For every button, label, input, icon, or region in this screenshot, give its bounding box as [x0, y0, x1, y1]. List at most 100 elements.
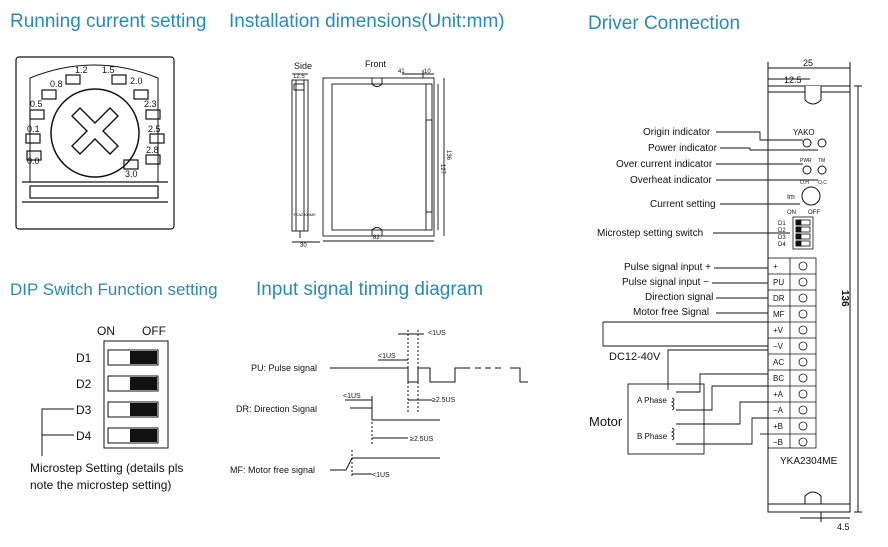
microstep-note: Microstep Setting (details pls note the … [30, 461, 184, 492]
indicator-overcurrent: Over current indicator [616, 159, 713, 170]
led-tm: TM [818, 158, 825, 164]
driver-dip-d4: D4 [778, 242, 786, 248]
dial-value: 1.2 [75, 65, 88, 75]
current-setting-knob [801, 186, 821, 206]
running-current-heading: Running current setting [10, 11, 207, 32]
dim-front-bottom: 82 [373, 235, 380, 241]
origin-led [802, 138, 812, 148]
signal-motor-free: Motor free Signal [633, 307, 709, 318]
terminal-label: PU [773, 278, 784, 287]
side-model-small: YKA2304ME [293, 212, 316, 217]
signal-pulse-minus: Pulse signal input − [622, 277, 709, 288]
driver-dip-d3: D3 [778, 235, 786, 241]
timing-annotation: <1US [378, 353, 396, 360]
driver-leds [801, 138, 827, 206]
side-label: Side [294, 61, 312, 71]
dial-value: 2.3 [144, 99, 157, 109]
terminal-label: −V [773, 342, 784, 351]
dim-front-b: 10 [424, 69, 431, 75]
dim-height-b: 136 [445, 150, 451, 161]
dip-switch-2[interactable] [107, 375, 159, 392]
driver-labels: 25 12.5 136 4.5 YAKO PWR TM O.H O.C Im O… [589, 58, 850, 532]
dip-label-d4: D4 [76, 429, 92, 443]
dip-off-label: OFF [142, 324, 166, 338]
current-dial [15, 56, 175, 230]
dim-side-width: 12.5 [293, 74, 305, 80]
dip-switch-block: ON OFF D1 D2 D3 D4 [41, 324, 169, 456]
driver-dip-d2: D2 [778, 228, 786, 234]
installation-labels: Side Front 12.5 41 10 82 30 YKA2304ME 12… [293, 59, 451, 249]
dip-switch-1[interactable] [107, 349, 159, 366]
installation-heading: Installation dimensions(Unit:mm) [229, 11, 505, 32]
power-led [817, 138, 827, 148]
installation-drawing [291, 70, 445, 243]
timing-pu-label: PU: Pulse signal [251, 363, 317, 373]
timing-diagram [330, 330, 528, 478]
terminal-label: BC [773, 374, 784, 383]
driver-dip-d1: D1 [778, 221, 786, 227]
brand-label: YAKO [793, 128, 815, 137]
timing-annotation: <1US [428, 330, 446, 337]
timing-dr-label: DR: Direction Signal [236, 404, 317, 414]
indicator-power: Power indicator [648, 143, 718, 154]
dip-label-d2: D2 [76, 377, 92, 391]
dip-label-d1: D1 [76, 351, 92, 365]
dial-value: 1.5 [102, 65, 115, 75]
timing-annotation: <1US [372, 472, 390, 479]
current-dial-values: 0.0 0.1 0.5 0.8 1.2 1.5 2.0 2.3 2.5 2.8 … [27, 65, 161, 179]
dial-value: 0.8 [50, 79, 63, 89]
terminal-label: +B [773, 422, 783, 431]
terminal-label: +A [773, 390, 784, 399]
dim-front-a: 41 [398, 69, 405, 75]
model-label: YKA2304ME [780, 456, 838, 467]
signal-pulse-plus: Pulse signal input + [624, 262, 711, 273]
dim-width-half: 12.5 [784, 75, 802, 85]
driver-dip-off: OFF [808, 210, 820, 216]
timing-labels: PU: Pulse signal DR: Direction Signal MF… [230, 330, 456, 479]
led-pwr: PWR [800, 158, 812, 164]
dim-bottom: 4.5 [837, 522, 850, 532]
led-oh: O.H [800, 180, 809, 186]
timing-annotation: <1US [343, 393, 361, 400]
dial-value: 2.5 [148, 124, 161, 134]
phase-a-label: A Phase [637, 396, 667, 405]
indicator-microstep: Microstep setting switch [597, 228, 703, 239]
dip-label-d3: D3 [76, 403, 92, 417]
terminal-label: −A [773, 406, 784, 415]
driver-body [767, 62, 862, 522]
timing-annotation: ≥2.5US [432, 397, 456, 404]
dim-height-total: 136 [839, 290, 850, 307]
timing-mf-label: MF: Motor free signal [230, 465, 315, 475]
timing-heading: Input signal timing diagram [256, 279, 484, 300]
dip-switch-3[interactable] [107, 401, 159, 418]
dial-value: 3.0 [125, 169, 138, 179]
driver-dip [792, 216, 814, 250]
dip-switch-4[interactable] [107, 427, 159, 444]
indicator-origin: Origin indicator [643, 127, 711, 138]
dim-height-a: 127 [439, 164, 445, 175]
dial-value: 0.0 [27, 156, 40, 166]
phase-b-label: B Phase [637, 432, 668, 441]
dial-value: 2.8 [146, 145, 159, 155]
terminal-block [767, 257, 817, 449]
terminal-label: −B [773, 438, 783, 447]
overheat-led [802, 165, 812, 175]
power-label: DC12-40V [609, 351, 661, 363]
motor-label: Motor [589, 414, 623, 429]
current-knob-label: Im [787, 194, 795, 201]
driver-connection-heading: Driver Connection [588, 13, 741, 34]
dim-width-total: 25 [803, 58, 813, 68]
dial-value: 0.1 [27, 124, 40, 134]
dial-value: 0.5 [30, 99, 43, 109]
terminal-label: AC [773, 358, 784, 367]
terminal-label: MF [773, 310, 785, 319]
front-label: Front [365, 59, 387, 69]
indicator-overheat: Overheat indicator [630, 175, 712, 186]
dip-switch-heading: DIP Switch Function setting [10, 280, 218, 299]
timing-annotation: ≥2.5US [410, 436, 434, 443]
terminal-label: DR [773, 294, 785, 303]
driver-dip-on: ON [787, 210, 796, 216]
indicator-current-setting: Current setting [650, 199, 716, 210]
dim-side-bottom: 30 [300, 243, 307, 249]
